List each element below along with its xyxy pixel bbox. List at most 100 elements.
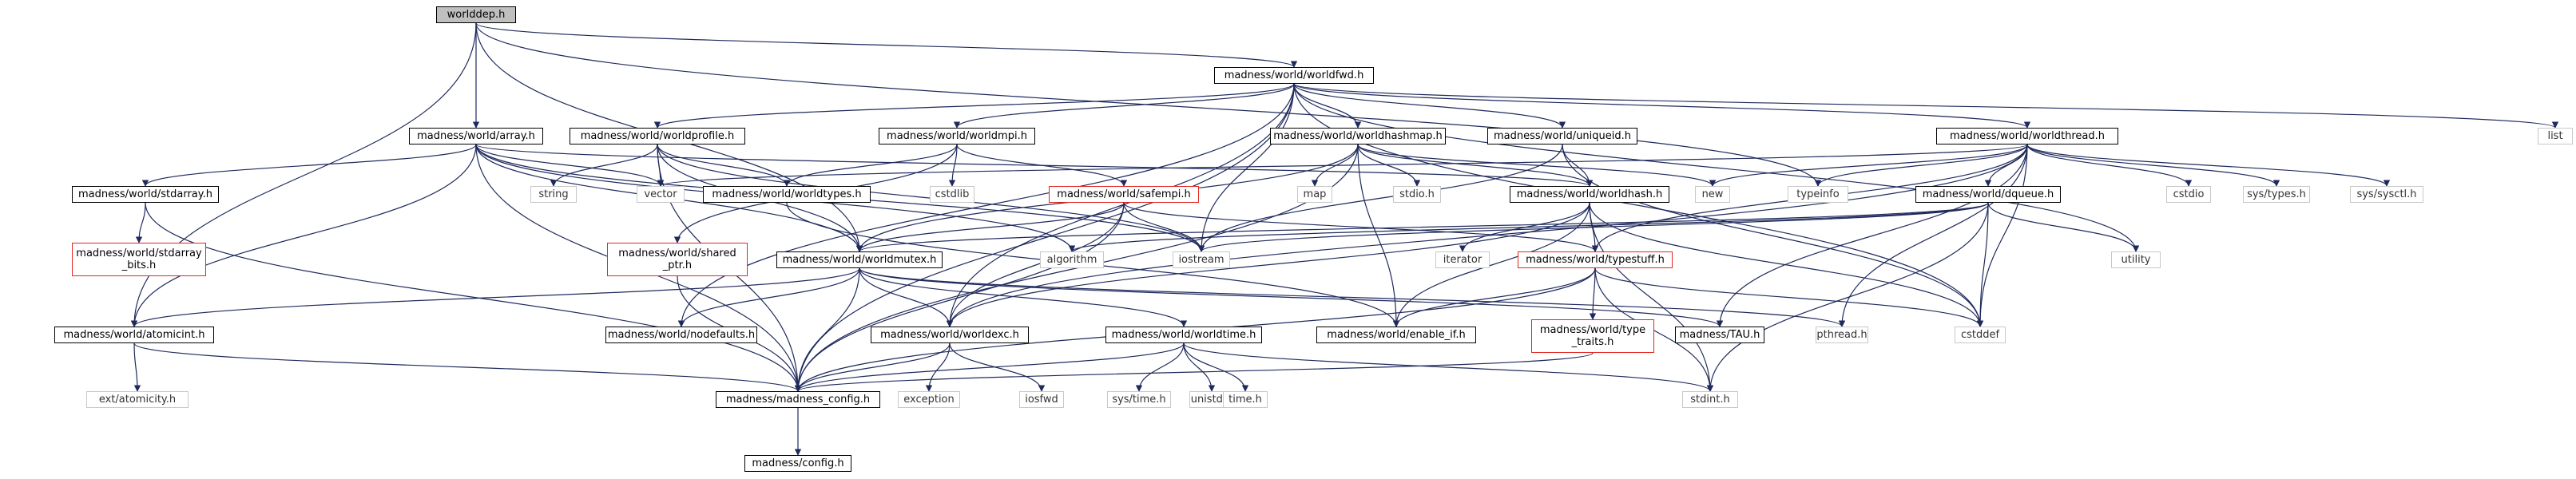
node-worldthread[interactable]: madness/world/worldthread.h [1936,128,2118,144]
edge-array-to-stdarray [141,144,477,187]
node-algorithm: algorithm [1040,251,1104,268]
edge-stdarray-to-madness_config [145,202,802,392]
node-label: madness/world/worldthread.h [1950,130,2105,142]
node-label: madness/world/array.h [417,130,535,142]
edge-safempi-to-typestuff [1123,202,1599,252]
node-worldprofile[interactable]: madness/world/worldprofile.h [570,128,745,144]
edge-uniqueid-to-worldhash [1562,144,1594,187]
node-label: madness/config.h [752,457,844,469]
edge-atomicint-to-madness_config [133,342,801,392]
edge-array-to-atomicint [130,144,477,327]
node-label: utility [2121,254,2151,266]
node-enable-if[interactable]: madness/world/enable_if.h [1316,327,1476,343]
node-label: typeinfo [1796,188,1840,200]
edge-worldtime-to-madness_config [794,342,1185,392]
node-typestuff[interactable]: madness/world/typestuff.h [1518,251,1673,268]
edge-dqueue-to-cstddef [1976,202,1989,327]
node-label: time.h [1228,394,1262,406]
node-config[interactable]: madness/config.h [744,455,851,472]
node-label: unistd.h [1190,394,1233,406]
edge-worldtime-to-stdint [1183,342,1714,392]
edge-typestuff-to-type_traits [1589,267,1597,320]
node-label: worlddep.h [447,9,506,21]
node-safempi[interactable]: madness/world/safempi.h [1049,186,1199,203]
node-label: iostream [1178,254,1224,266]
node-worldmpi[interactable]: madness/world/worldmpi.h [879,128,1035,144]
edge-worldmpi-to-cstdlib [948,144,958,187]
edge-worldfwd-to-worldmpi [953,83,1295,129]
node-label: cstdio [2173,188,2205,200]
edge-worldprofile-to-worldtypes [657,144,791,187]
edge-worldtime-to-unistd [1183,342,1216,392]
node-worldhashmap[interactable]: madness/world/worldhashmap.h [1270,128,1446,144]
node-stdarray-bits[interactable]: madness/world/stdarray _bits.h [72,243,206,276]
node-label: new [1701,188,1724,200]
node-worldtime[interactable]: madness/world/worldtime.h [1105,327,1262,343]
edge-typestuff-to-enable_if [1392,267,1596,327]
edge-worldtime-to-time [1183,342,1249,392]
edge-worldexc-to-madness_config [794,342,951,392]
node-label: madness/world/worldfwd.h [1224,69,1364,81]
node-label: madness/world/worldmpi.h [887,130,1027,142]
node-typeinfo: typeinfo [1788,186,1848,203]
edge-worldfwd-to-worldthread [1293,83,2030,129]
node-utility: utility [2111,251,2161,268]
node-worldexc[interactable]: madness/world/worldexc.h [871,327,1029,343]
node-tau[interactable]: madness/TAU.h [1675,327,1764,343]
node-shared-ptr[interactable]: madness/world/shared _ptr.h [607,243,748,276]
node-label: exception [903,394,955,406]
node-label: madness/world/uniqueid.h [1493,130,1632,142]
edge-worldfwd-to-worldhashmap [1293,83,1362,129]
node-time: time.h [1223,391,1268,408]
node-label: ext/atomicity.h [98,394,177,406]
edge-dqueue-to-stdint [1706,202,1989,392]
node-worldmutex[interactable]: madness/world/worldmutex.h [776,251,943,268]
node-label: madness/world/shared _ptr.h [618,247,736,271]
node-worldfwd[interactable]: madness/world/worldfwd.h [1214,67,1374,84]
node-label: sys/time.h [1112,394,1166,406]
node-nodefaults[interactable]: madness/world/nodefaults.h [605,327,757,343]
edge-safempi-to-worldexc [946,202,1125,327]
node-label: madness/world/enable_if.h [1327,329,1466,341]
edge-dqueue-to-iostream [1198,202,1989,252]
node-label: madness/world/worldmutex.h [782,254,937,266]
edge-worldfwd-to-list [1293,83,2558,129]
node-label: list [2547,130,2563,142]
edge-worldhash-to-stdint [1589,202,1714,392]
edge-worldthread-to-cstddef [1976,144,2028,327]
edge-safempi-to-iostream [1123,202,1205,252]
node-worlddep[interactable]: worlddep.h [436,6,516,23]
edge-typestuff-to-cstddef [1594,267,1984,327]
node-worldhash[interactable]: madness/world/worldhash.h [1510,186,1669,203]
node-madness-config[interactable]: madness/madness_config.h [716,391,880,408]
node-label: madness/world/atomicint.h [63,329,205,341]
node-label: madness/TAU.h [1679,329,1760,341]
edge-uniqueid-to-cstddef [1562,144,1984,327]
node-iostream: iostream [1173,251,1230,268]
node-label: madness/world/worldtypes.h [712,188,862,200]
node-stdarray[interactable]: madness/world/stdarray.h [72,186,219,203]
node-string: string [530,186,577,203]
node-label: madness/world/worldprofile.h [580,130,735,142]
edge-worldmutex-to-worldtime [859,267,1188,327]
node-iosfwd: iosfwd [1019,391,1064,408]
edge-dqueue-to-utility [1987,202,2140,252]
edge-worldthread-to-vector [657,144,2028,187]
node-uniqueid[interactable]: madness/world/uniqueid.h [1487,128,1637,144]
edge-type_traits-to-madness_config [795,352,1594,392]
node-label: cstdlib [935,188,970,200]
edge-worldthread-to-cstdio [2026,144,2193,187]
edge-array-to-worldhash [475,144,1593,187]
edge-worldexc-to-exception [925,342,951,392]
node-array[interactable]: madness/world/array.h [409,128,543,144]
node-atomicint[interactable]: madness/world/atomicint.h [54,327,214,343]
edge-safempi-to-madness_config [794,202,1125,392]
node-label: vector [644,188,677,200]
edge-worldmpi-to-safempi [956,144,1128,187]
node-map: map [1297,186,1332,203]
node-new: new [1695,186,1730,203]
node-dqueue[interactable]: madness/world/dqueue.h [1915,186,2061,203]
node-worldtypes[interactable]: madness/world/worldtypes.h [703,186,871,203]
node-type-traits[interactable]: madness/world/type _traits.h [1531,319,1654,353]
